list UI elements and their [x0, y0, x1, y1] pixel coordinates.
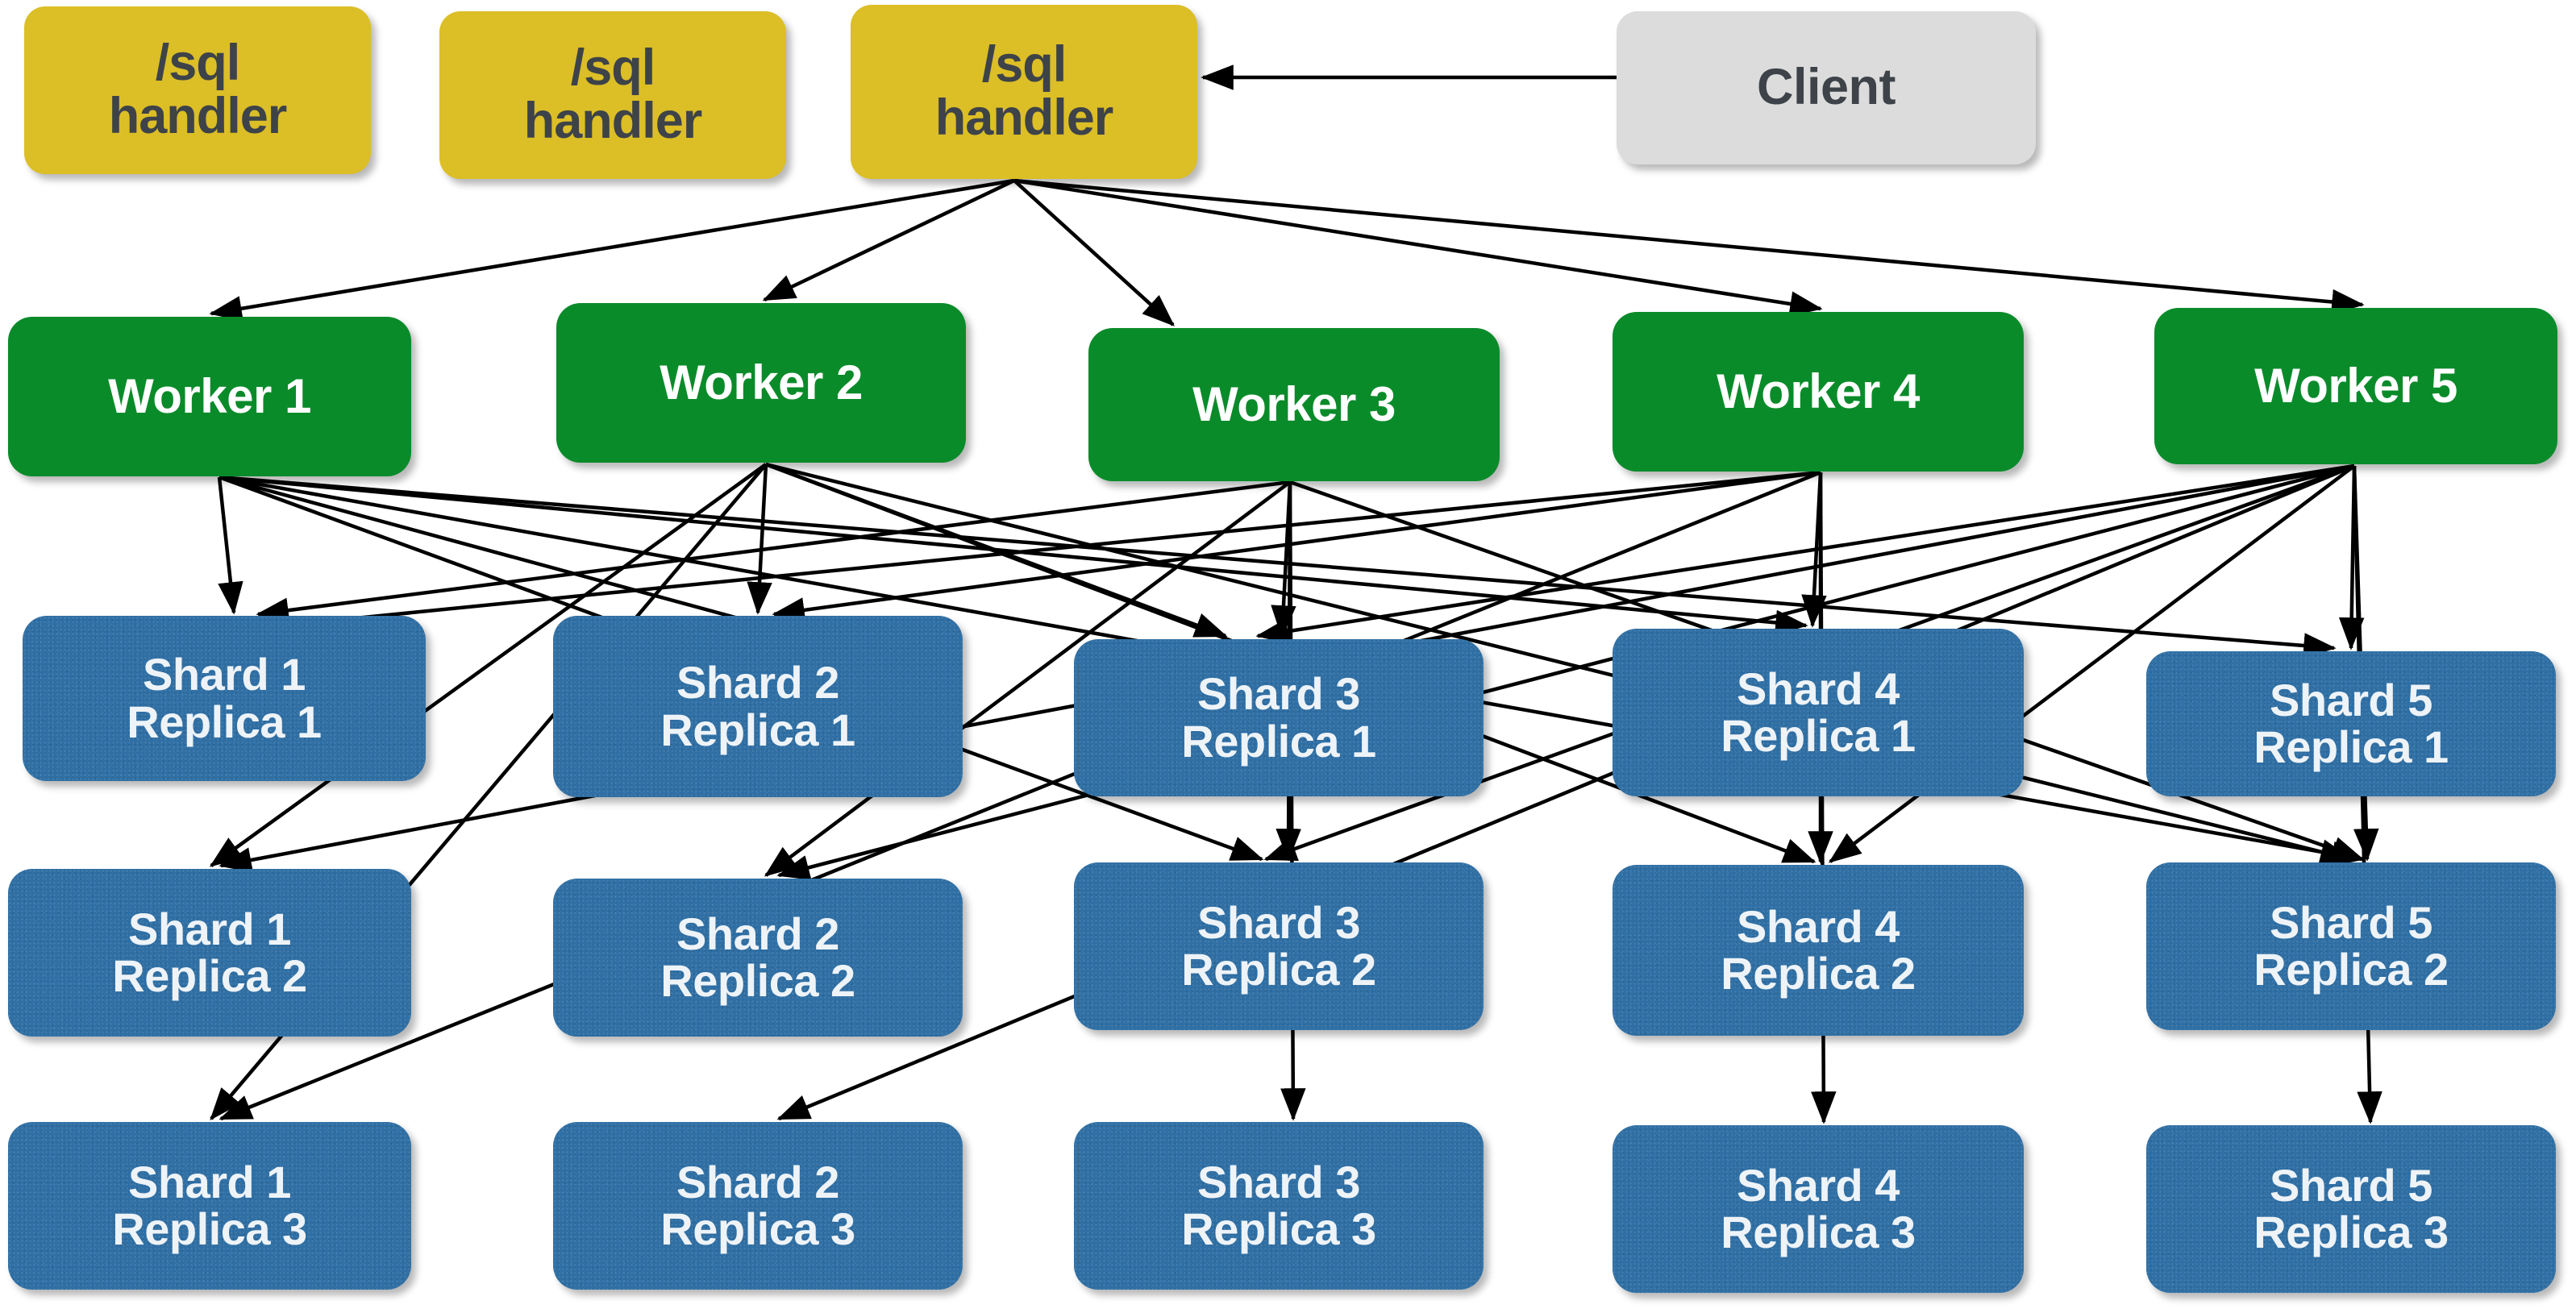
shard-node-5-replica-3[interactable]: Shard 5 Replica 3 — [2146, 1125, 2556, 1293]
sql-handler-1-label: /sql handler — [108, 35, 288, 144]
sql-handler-2-label: /sql handler — [523, 39, 703, 149]
edge-worker4-to-s4r1 — [1801, 472, 1827, 628]
worker-node-5-label: Worker 5 — [2254, 358, 2457, 413]
worker-node-2[interactable]: Worker 2 — [556, 303, 966, 463]
shard-node-3-replica-1[interactable]: Shard 3 Replica 1 — [1074, 639, 1484, 796]
shard-node-2-replica-1-label: Shard 2 Replica 1 — [660, 657, 855, 755]
shard-node-2-replica-2-label: Shard 2 Replica 2 — [660, 908, 855, 1006]
edge-handler3-to-worker5 — [1013, 178, 2365, 315]
edge-worker5-to-s2r3 — [776, 463, 2355, 1121]
client-node-label: Client — [1756, 59, 1896, 116]
shard-node-3-replica-3[interactable]: Shard 3 Replica 3 — [1074, 1122, 1484, 1290]
edge-worker2-to-s3r1 — [765, 462, 1228, 638]
worker-node-3-label: Worker 3 — [1192, 376, 1396, 431]
shard-node-4-replica-3[interactable]: Shard 4 Replica 3 — [1613, 1125, 2024, 1293]
sql-handler-3[interactable]: /sql handler — [851, 5, 1197, 179]
worker-node-4-label: Worker 4 — [1717, 364, 1920, 418]
worker-node-3[interactable]: Worker 3 — [1088, 328, 1500, 481]
worker-node-1-label: Worker 1 — [108, 368, 311, 423]
edge-worker1-to-s2r1 — [218, 475, 809, 642]
edge-handler3-to-worker3 — [1013, 179, 1175, 326]
worker-node-5[interactable]: Worker 5 — [2154, 308, 2557, 464]
edge-handler3-to-worker4 — [1013, 178, 1823, 317]
edge-worker4-to-s1r1 — [215, 470, 1821, 642]
worker-node-1[interactable]: Worker 1 — [8, 317, 411, 476]
shard-node-3-replica-1-label: Shard 3 Replica 1 — [1181, 668, 1376, 767]
edge-worker2-to-s2r1 — [747, 463, 772, 615]
shard-node-5-replica-3-label: Shard 5 Replica 3 — [2253, 1159, 2449, 1257]
worker-node-2-label: Worker 2 — [660, 355, 863, 409]
edge-handler3-to-worker2 — [762, 178, 1015, 302]
shard-node-4-replica-1[interactable]: Shard 4 Replica 1 — [1613, 629, 2024, 796]
shard-node-2-replica-3-label: Shard 2 Replica 3 — [660, 1156, 855, 1254]
sql-handler-1[interactable]: /sql handler — [24, 6, 371, 174]
shard-node-4-replica-2[interactable]: Shard 4 Replica 2 — [1613, 865, 2024, 1036]
edge-handler3-to-worker1 — [209, 178, 1015, 322]
edge-worker5-to-s5r1 — [2338, 465, 2365, 650]
shard-node-5-replica-1-label: Shard 5 Replica 1 — [2253, 674, 2449, 772]
edge-worker2-to-s5r2 — [765, 462, 2353, 865]
shard-node-3-replica-3-label: Shard 3 Replica 3 — [1181, 1156, 1376, 1254]
shard-node-3-replica-2-label: Shard 3 Replica 2 — [1181, 896, 1376, 995]
shard-node-2-replica-2[interactable]: Shard 2 Replica 2 — [553, 879, 963, 1037]
shard-node-2-replica-1[interactable]: Shard 2 Replica 1 — [553, 616, 963, 797]
sql-handler-2[interactable]: /sql handler — [439, 11, 786, 179]
shard-node-1-replica-1-label: Shard 1 Replica 1 — [127, 649, 322, 747]
shard-node-4-replica-2-label: Shard 4 Replica 2 — [1721, 900, 1916, 999]
shard-node-1-replica-2-label: Shard 1 Replica 2 — [112, 903, 307, 1001]
shard-node-3-replica-2[interactable]: Shard 3 Replica 2 — [1074, 862, 1484, 1030]
shard-node-5-replica-2-label: Shard 5 Replica 2 — [2253, 896, 2449, 995]
edge-worker4-to-s2r1 — [772, 470, 1821, 623]
shard-node-1-replica-2[interactable]: Shard 1 Replica 2 — [8, 869, 411, 1037]
shard-node-5-replica-1[interactable]: Shard 5 Replica 1 — [2146, 651, 2556, 796]
edge-worker3-to-s3r1 — [1271, 481, 1296, 638]
client-node[interactable]: Client — [1617, 11, 2036, 164]
edge-worker1-to-s5r1 — [218, 475, 2337, 659]
shard-node-4-replica-3-label: Shard 4 Replica 3 — [1721, 1159, 1916, 1257]
edge-worker5-to-s2r2 — [776, 463, 2355, 880]
edge-worker5-to-s3r1 — [1255, 463, 2355, 644]
shard-node-4-replica-1-label: Shard 4 Replica 1 — [1721, 663, 1916, 761]
sql-handler-3-label: /sql handler — [934, 36, 1114, 146]
edge-worker4-to-s1r3 — [218, 470, 1821, 1121]
worker-node-4[interactable]: Worker 4 — [1613, 312, 2024, 472]
shard-node-2-replica-3[interactable]: Shard 2 Replica 3 — [553, 1122, 963, 1290]
shard-node-5-replica-2[interactable]: Shard 5 Replica 2 — [2146, 862, 2556, 1030]
edge-worker3-to-s1r1 — [256, 480, 1291, 623]
shard-node-1-replica-3[interactable]: Shard 1 Replica 3 — [8, 1122, 411, 1290]
edge-worker1-to-s4r1 — [218, 475, 1808, 636]
edge-worker1-to-s1r1 — [217, 476, 243, 615]
shard-node-1-replica-3-label: Shard 1 Replica 3 — [112, 1156, 307, 1254]
shard-node-1-replica-1[interactable]: Shard 1 Replica 1 — [23, 616, 426, 781]
